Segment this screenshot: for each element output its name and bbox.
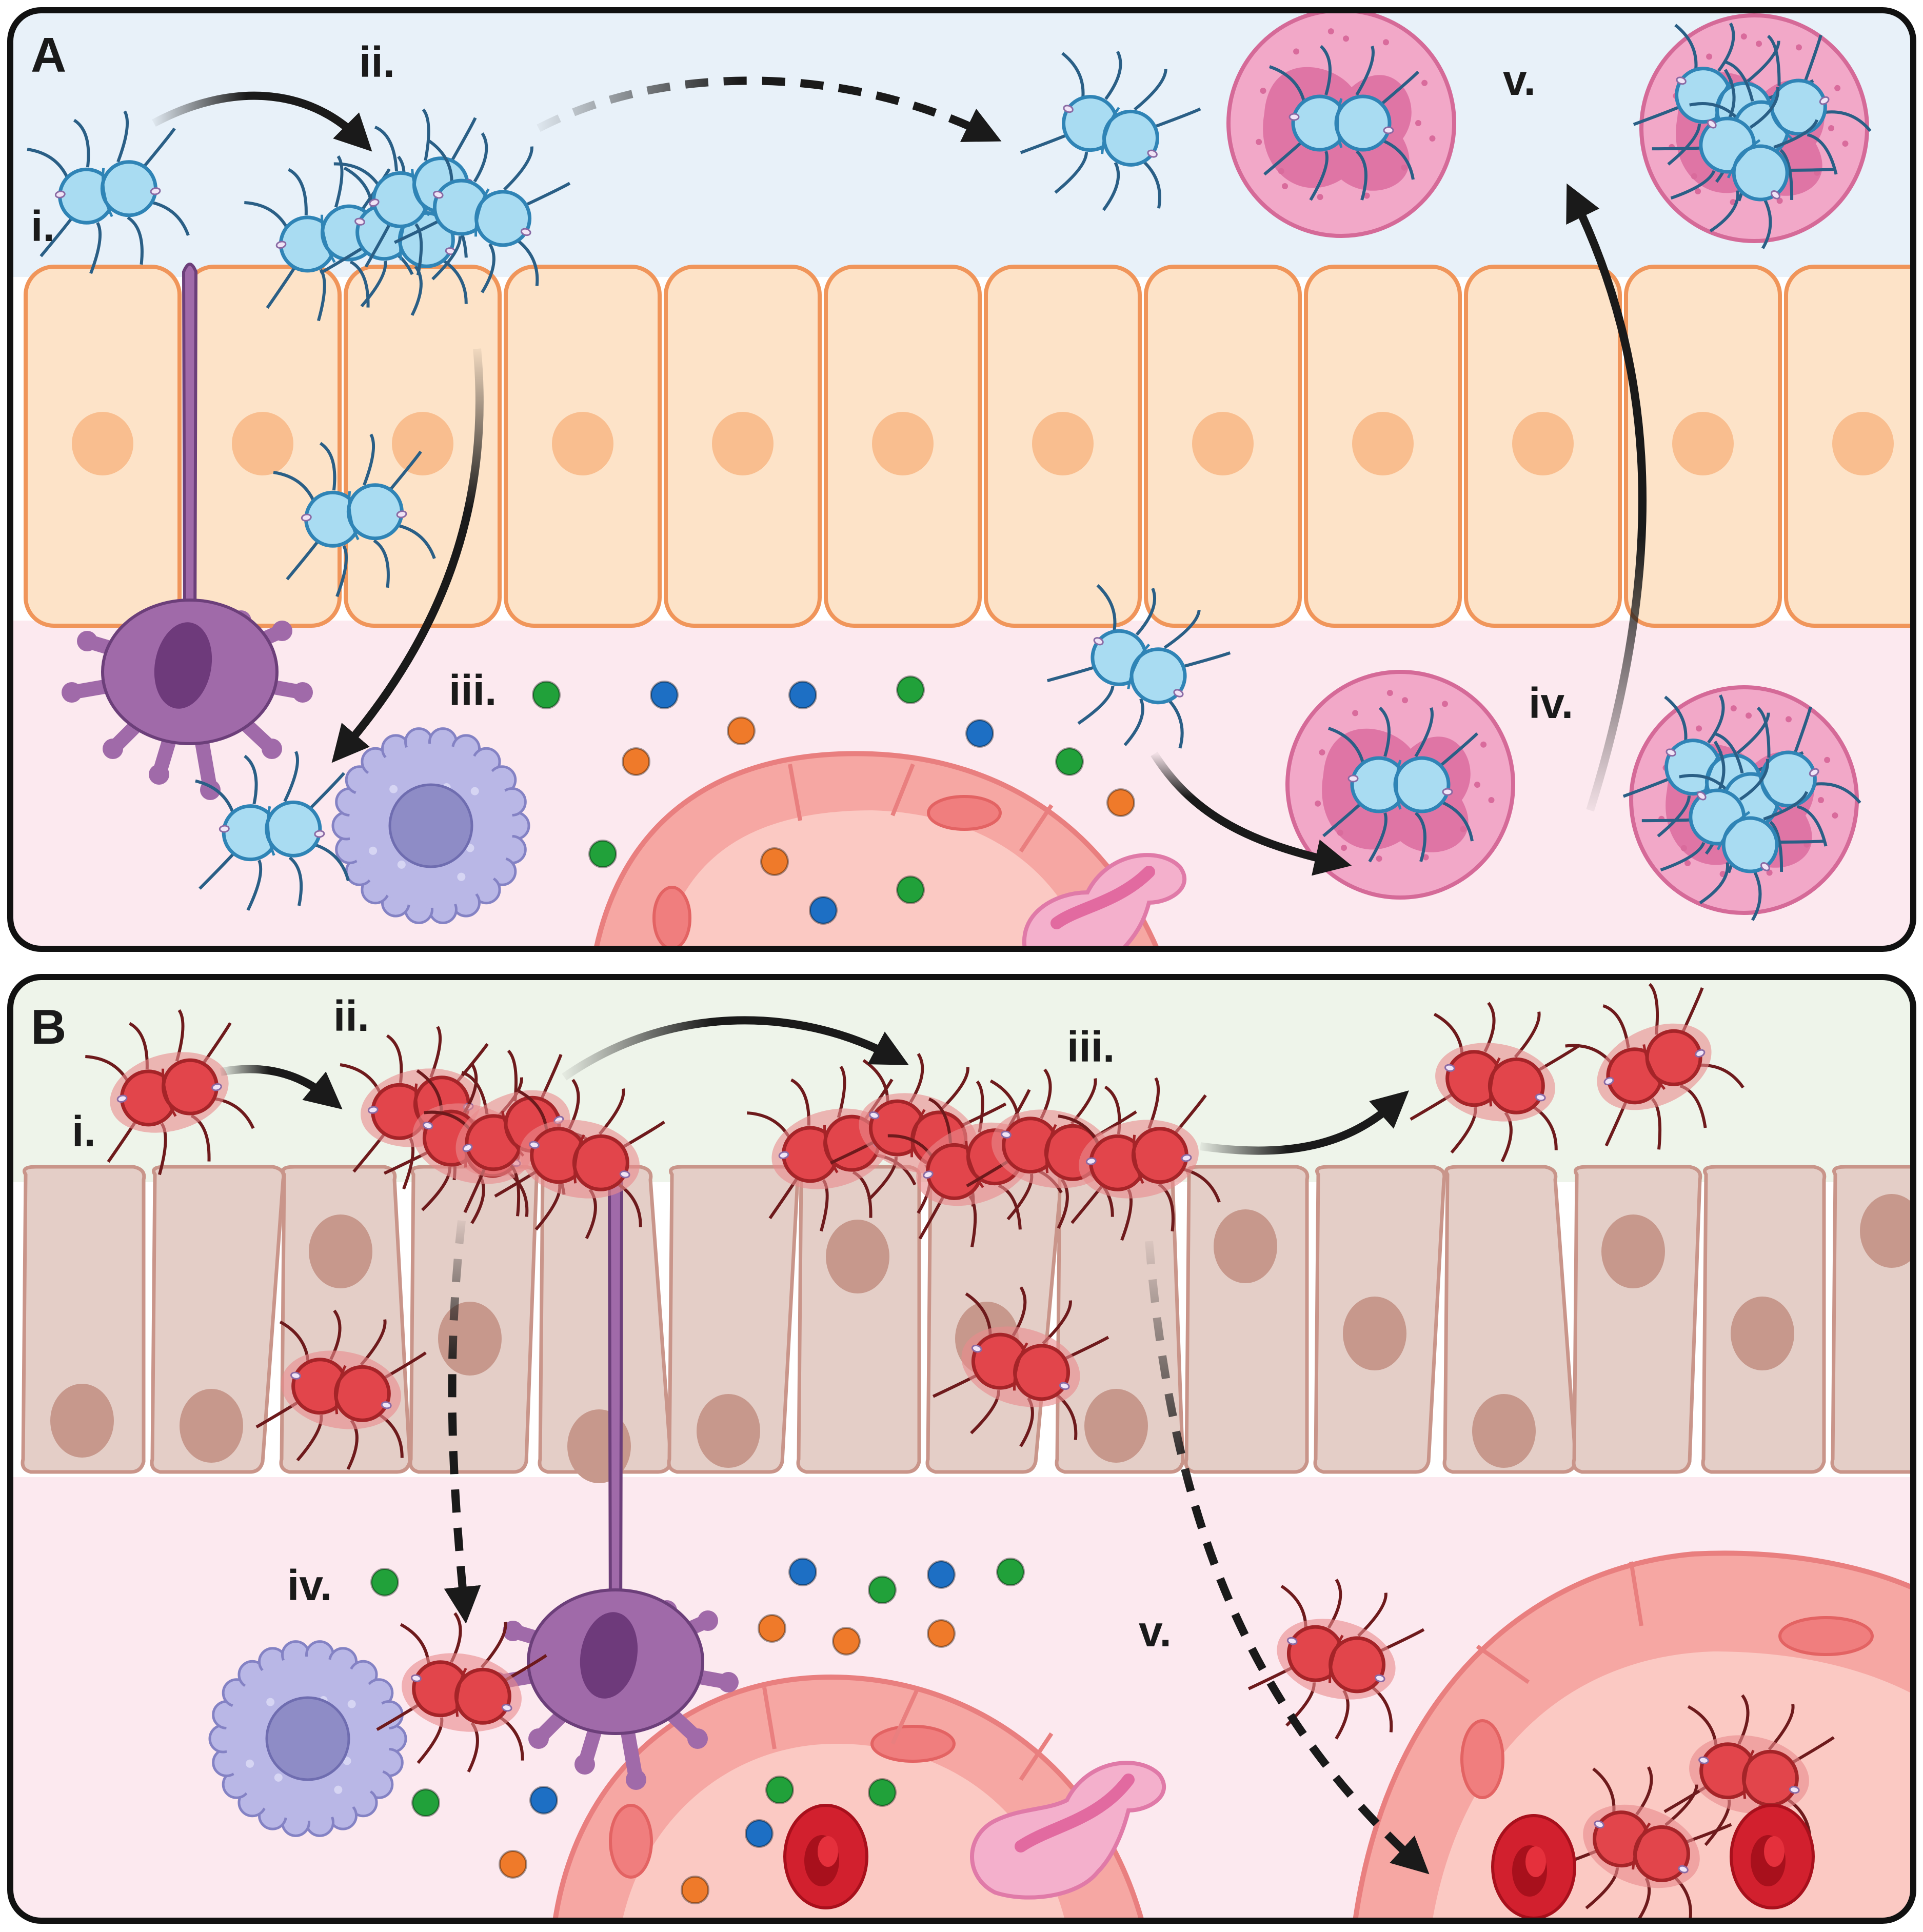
cytokine-icon [788, 681, 817, 709]
neutrophil-icon [1622, 685, 1861, 921]
panel-b-letter: B [31, 1000, 66, 1054]
bacterium-icon [1020, 50, 1201, 211]
panel-a-letter: A [31, 28, 66, 83]
cytokine-icon [927, 1619, 956, 1648]
cytokine-icon [681, 1876, 709, 1904]
extravasating-neutrophil-b [970, 1761, 1166, 1900]
cytokine-icon [965, 719, 994, 748]
red-blood-cell-icon [783, 1804, 868, 1909]
cytokine-icon [788, 1558, 817, 1586]
cytokine-icon [727, 716, 756, 745]
cytokine-icon [896, 875, 925, 904]
macrophage-icon [208, 1640, 407, 1837]
bacterium-icon [1663, 1694, 1835, 1855]
neutrophil-icon [1226, 10, 1456, 238]
panel-a-labels: A i. ii. iii. iv. v. [31, 28, 1573, 727]
cytokine-icon [868, 1778, 897, 1807]
panel-b-step-i: i. [72, 1107, 96, 1156]
bacterium-icon [1322, 706, 1479, 863]
blood-vessel-a [591, 751, 1187, 949]
arrow-icon [152, 91, 372, 152]
panel-a-step-iii: iii. [449, 666, 497, 714]
bacterium-icon [195, 751, 350, 911]
cytokine-icon [927, 1560, 956, 1589]
panel-a-border [7, 7, 1916, 952]
cytokine-icon [996, 1558, 1025, 1586]
bacterium-icon [255, 1309, 427, 1470]
bacterium-icon [1263, 45, 1420, 201]
panel-b-arrows [220, 1016, 1430, 1875]
bacterium-icon [1641, 741, 1826, 921]
arrow-icon [1145, 1241, 1430, 1875]
cytokine-icon [745, 1819, 774, 1848]
cytokine-icon [1055, 747, 1084, 776]
cytokine-icon [499, 1850, 527, 1879]
cytokine-icon [588, 840, 617, 868]
red-blood-cell-icon [1730, 1804, 1815, 1909]
panel-b-step-iii: iii. [1067, 1023, 1115, 1071]
bacterium-icon [1058, 1077, 1221, 1241]
arrow-icon [562, 1016, 909, 1081]
panel-b-step-ii: ii. [333, 992, 369, 1040]
arrow-icon [1199, 1090, 1409, 1155]
cytokine-icon [370, 1568, 399, 1597]
panel-a-step-v: v. [1503, 56, 1536, 104]
bacterium-icon [1565, 983, 1744, 1150]
cytokine-icon [765, 1776, 794, 1804]
cytokine-icon [529, 1786, 558, 1815]
panel-b-labels: B i. ii. iii. iv. v. [31, 992, 1172, 1656]
cytokine-icon [896, 675, 925, 704]
cytokine-icon [622, 747, 650, 776]
panel-a-arrows [152, 76, 1647, 876]
panel-a: A i. ii. iii. iv. v. [10, 10, 1913, 949]
bacterium-icon [376, 1612, 547, 1773]
cytokine-icon [411, 1788, 440, 1817]
arrow-icon [331, 348, 484, 763]
neutrophil-icon [1633, 13, 1872, 249]
neutrophil-icon [1285, 670, 1515, 900]
arrow-icon [220, 1065, 343, 1110]
panel-b-border [7, 974, 1916, 1924]
panel-a-step-iv: iv. [1529, 679, 1573, 727]
bacterium-icon [1410, 1002, 1581, 1163]
bacterium-icon [1047, 584, 1231, 749]
bacterium-icon [494, 1079, 665, 1240]
cytokine-icon [758, 1614, 786, 1643]
bacterium-icon [1247, 1579, 1425, 1740]
panel-b: B i. ii. iii. iv. v. [10, 977, 1913, 1921]
cytokine-icon [760, 847, 789, 876]
macrophage-icon [331, 727, 530, 924]
bacterium-icon [1652, 69, 1836, 249]
cytokine-icon [809, 896, 838, 925]
cytokine-icon [1106, 788, 1135, 817]
arrow-icon [537, 76, 1002, 142]
bacterium-icon [27, 110, 190, 274]
arrow-icon [444, 1220, 481, 1624]
panel-b-cells [85, 983, 1835, 1921]
bacterium-icon [393, 132, 571, 293]
extravasating-neutrophil-a [1022, 853, 1187, 949]
dendritic-cell-icon [62, 263, 313, 800]
bacterium-icon [1551, 1766, 1732, 1921]
panel-a-cells [27, 10, 1872, 925]
panel-b-step-v: v. [1139, 1607, 1172, 1656]
cytokine-icon [832, 1627, 861, 1656]
cytokine-icon [650, 681, 679, 709]
bacterium-icon [273, 433, 436, 597]
arrow-icon [1566, 183, 1647, 812]
dendritic-cell-icon [487, 1170, 739, 1790]
bacterium-icon [85, 1009, 255, 1176]
arrow-icon [1151, 751, 1352, 876]
cytokine-icon [532, 681, 561, 709]
panel-a-step-i: i. [31, 202, 55, 250]
epithelium-b [21, 1165, 1913, 1483]
cytokine-icon [868, 1576, 897, 1604]
red-blood-cell-icon [1491, 1814, 1576, 1920]
panel-b-step-iv: iv. [287, 1561, 332, 1609]
bacterium-icon [932, 1286, 1109, 1447]
panel-a-step-ii: ii. [359, 38, 395, 86]
